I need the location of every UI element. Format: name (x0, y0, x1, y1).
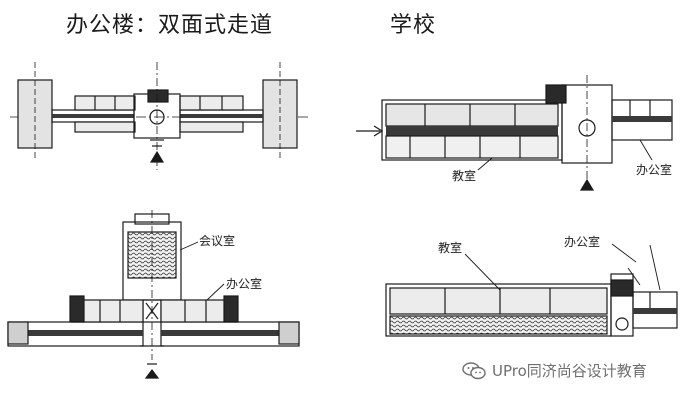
watermark-text: UPro同济尚谷设计教育 (492, 362, 647, 380)
school-plan-2 (385, 243, 678, 337)
office-plan-2 (7, 210, 300, 379)
watermark: UPro同济尚谷设计教育 (462, 360, 647, 381)
label-meeting-room: 会议室 (199, 233, 235, 248)
label-office-small: 办公室 (226, 276, 262, 291)
label-office-top: 办公室 (636, 162, 672, 177)
label-classroom-bottom: 教室 (438, 240, 462, 255)
wechat-icon (462, 361, 486, 380)
office-title: 办公楼：双面式走道 (66, 13, 274, 38)
office-plan-1 (10, 62, 310, 170)
school-plan-1 (356, 75, 673, 191)
school-title: 学校 (390, 13, 437, 38)
label-classroom-top: 教室 (452, 168, 476, 183)
label-office-bottom: 办公室 (564, 234, 600, 249)
